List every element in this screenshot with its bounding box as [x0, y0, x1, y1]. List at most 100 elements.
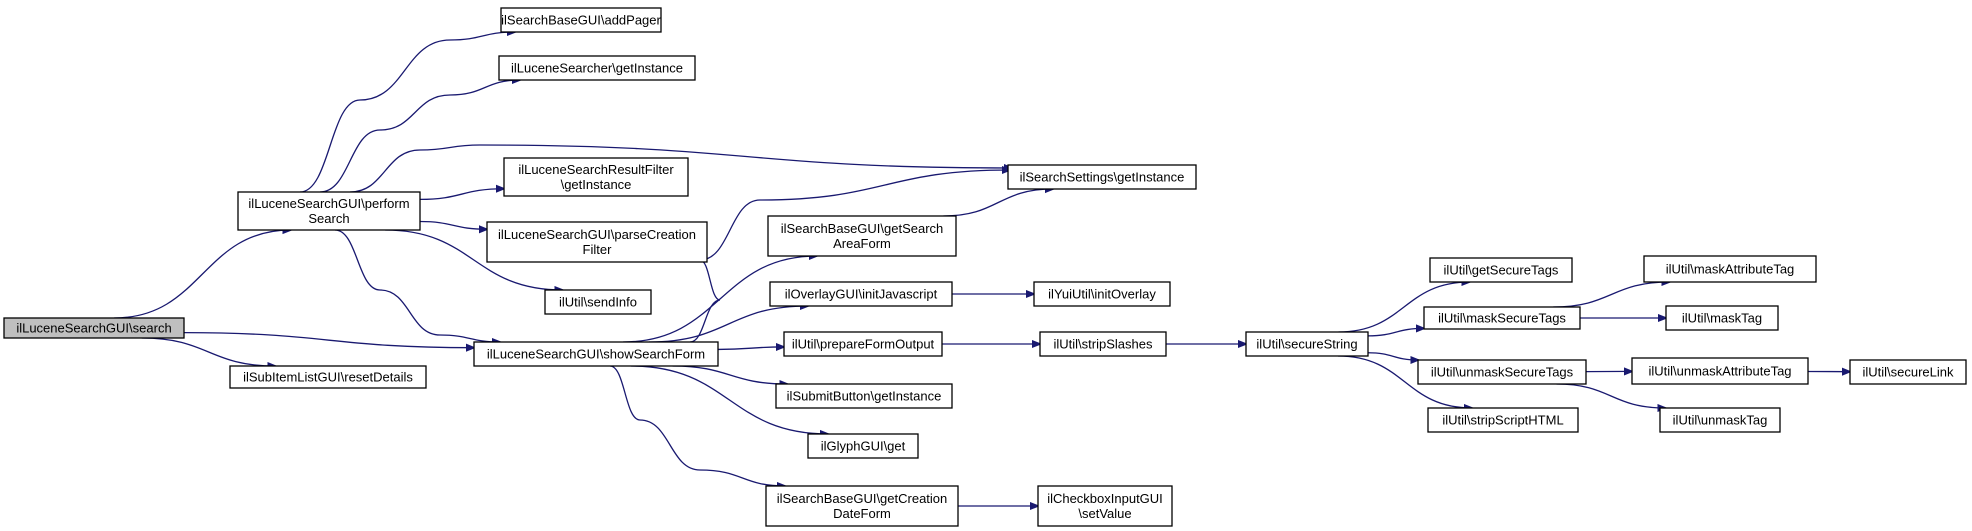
node-box — [500, 7, 662, 33]
node-submit-button-get-instance[interactable]: ilSubmitButton\getInstance — [775, 383, 953, 409]
node-result-filter-get-instance[interactable]: ilLuceneSearchResultFilter\getInstance — [503, 157, 689, 197]
node-secure-string[interactable]: ilUtil\secureString — [1245, 331, 1369, 357]
node-unmask-secure-tags[interactable]: ilUtil\unmaskSecureTags — [1417, 359, 1587, 385]
node-add-pager[interactable]: ilSearchBaseGUI\addPager — [500, 7, 662, 33]
node-box — [1245, 331, 1369, 357]
edge-perform-search-to-parse-creation-filter — [419, 220, 487, 230]
node-label: ilUtil\secureLink — [1862, 365, 1954, 380]
node-label: ilSubmitButton\getInstance — [787, 389, 942, 404]
node-unmask-tag[interactable]: ilUtil\unmaskTag — [1659, 407, 1781, 433]
node-label: ilUtil\stripScriptHTML — [1442, 413, 1563, 428]
edges-layer — [114, 32, 1850, 506]
node-set-value[interactable]: ilCheckboxInputGUI\setValue — [1037, 485, 1173, 527]
node-label: ilLuceneSearchGUI\perform — [248, 196, 409, 211]
edge-perform-search-to-add-pager — [299, 32, 515, 193]
edge-search-to-reset-details — [141, 337, 276, 366]
edge-secure-string-to-get-secure-tags — [1338, 282, 1469, 333]
node-label: ilYuiUtil\initOverlay — [1048, 287, 1156, 302]
edge-show-search-form-to-search-settings-get-instance — [689, 170, 1010, 343]
node-label: ilUtil\maskTag — [1682, 311, 1762, 326]
node-box — [783, 331, 943, 357]
node-box — [1007, 164, 1197, 190]
node-get-secure-tags[interactable]: ilUtil\getSecureTags — [1429, 257, 1573, 283]
edge-show-search-form-to-submit-button-get-instance — [672, 365, 788, 384]
edge-mask-secure-tags-to-mask-attribute-tag — [1553, 282, 1669, 308]
node-search-settings-get-instance[interactable]: ilSearchSettings\getInstance — [1007, 164, 1197, 190]
node-box — [237, 191, 421, 231]
node-label: ilSearchSettings\getInstance — [1020, 170, 1185, 185]
node-secure-link[interactable]: ilUtil\secureLink — [1849, 359, 1967, 385]
node-box — [1423, 306, 1581, 330]
node-box — [1427, 407, 1579, 433]
node-box — [3, 317, 185, 339]
node-box — [775, 383, 953, 409]
node-label: ilUtil\maskSecureTags — [1438, 311, 1566, 326]
node-box — [1429, 257, 1573, 283]
node-label: ilUtil\prepareFormOutput — [792, 337, 935, 352]
node-label: ilGlyphGUI\get — [821, 439, 906, 454]
node-box — [1033, 281, 1171, 307]
node-box — [1417, 359, 1587, 385]
edge-secure-string-to-mask-secure-tags — [1367, 328, 1424, 337]
node-label: ilUtil\secureString — [1256, 337, 1357, 352]
node-label: ilUtil\unmaskAttributeTag — [1648, 364, 1791, 379]
node-label: ilCheckboxInputGUI — [1047, 491, 1163, 506]
node-label: Filter — [583, 242, 613, 257]
node-label: ilUtil\stripSlashes — [1054, 337, 1153, 352]
node-label: ilOverlayGUI\initJavascript — [785, 287, 938, 302]
node-strip-slashes[interactable]: ilUtil\stripSlashes — [1039, 331, 1167, 357]
node-prepare-form-output[interactable]: ilUtil\prepareFormOutput — [783, 331, 943, 357]
node-lucene-searcher-get-instance[interactable]: ilLuceneSearcher\getInstance — [498, 55, 696, 81]
node-init-javascript[interactable]: ilOverlayGUI\initJavascript — [769, 281, 953, 307]
node-reset-details[interactable]: ilSubItemListGUI\resetDetails — [229, 365, 427, 389]
edge-show-search-form-to-get-search-area-form — [623, 256, 817, 343]
edge-perform-search-to-search-settings-get-instance — [349, 144, 1012, 193]
node-box — [1037, 485, 1173, 527]
node-mask-attribute-tag[interactable]: ilUtil\maskAttributeTag — [1643, 255, 1817, 283]
node-search[interactable]: ilLuceneSearchGUI\search — [3, 317, 185, 339]
node-send-info[interactable]: ilUtil\sendInfo — [544, 289, 652, 315]
node-label: ilLuceneSearchGUI\search — [16, 321, 171, 336]
edge-secure-string-to-unmask-secure-tags — [1367, 352, 1418, 360]
node-box — [1659, 407, 1781, 433]
node-box — [498, 55, 696, 81]
node-strip-script-html[interactable]: ilUtil\stripScriptHTML — [1427, 407, 1579, 433]
node-box — [503, 157, 689, 197]
node-label: ilUtil\unmaskSecureTags — [1431, 365, 1574, 380]
node-box — [229, 365, 427, 389]
node-box — [544, 289, 652, 315]
node-box — [486, 221, 708, 263]
node-mask-tag[interactable]: ilUtil\maskTag — [1665, 305, 1779, 331]
edge-get-search-area-form-to-search-settings-get-instance — [943, 189, 1053, 217]
edge-search-to-perform-search — [114, 230, 291, 319]
node-label: ilLuceneSearcher\getInstance — [511, 61, 683, 76]
node-label: DateForm — [833, 506, 891, 521]
node-label: ilSearchBaseGUI\addPager — [501, 13, 661, 28]
edge-perform-search-to-result-filter-get-instance — [419, 189, 504, 201]
node-unmask-attribute-tag[interactable]: ilUtil\unmaskAttributeTag — [1631, 357, 1809, 385]
node-glyph-get[interactable]: ilGlyphGUI\get — [807, 433, 919, 459]
node-mask-secure-tags[interactable]: ilUtil\maskSecureTags — [1423, 306, 1581, 330]
node-box — [765, 485, 959, 527]
edge-perform-search-to-lucene-searcher-get-instance — [319, 80, 520, 193]
node-box — [1849, 359, 1967, 385]
node-init-overlay[interactable]: ilYuiUtil\initOverlay — [1033, 281, 1171, 307]
node-box — [473, 341, 719, 367]
edge-secure-string-to-strip-script-html — [1337, 355, 1472, 408]
node-box — [1631, 357, 1809, 385]
node-box — [1039, 331, 1167, 357]
node-label: ilUtil\unmaskTag — [1673, 413, 1768, 428]
edge-search-to-show-search-form — [183, 332, 474, 348]
edge-show-search-form-to-init-javascript — [648, 306, 808, 343]
edge-show-search-form-to-get-creation-date-form — [609, 365, 785, 486]
node-show-search-form[interactable]: ilLuceneSearchGUI\showSearchForm — [473, 341, 719, 367]
node-box — [769, 281, 953, 307]
node-label: ilUtil\maskAttributeTag — [1666, 262, 1795, 277]
node-label: ilLuceneSearchGUI\showSearchForm — [487, 347, 705, 362]
node-label: AreaForm — [833, 236, 891, 251]
